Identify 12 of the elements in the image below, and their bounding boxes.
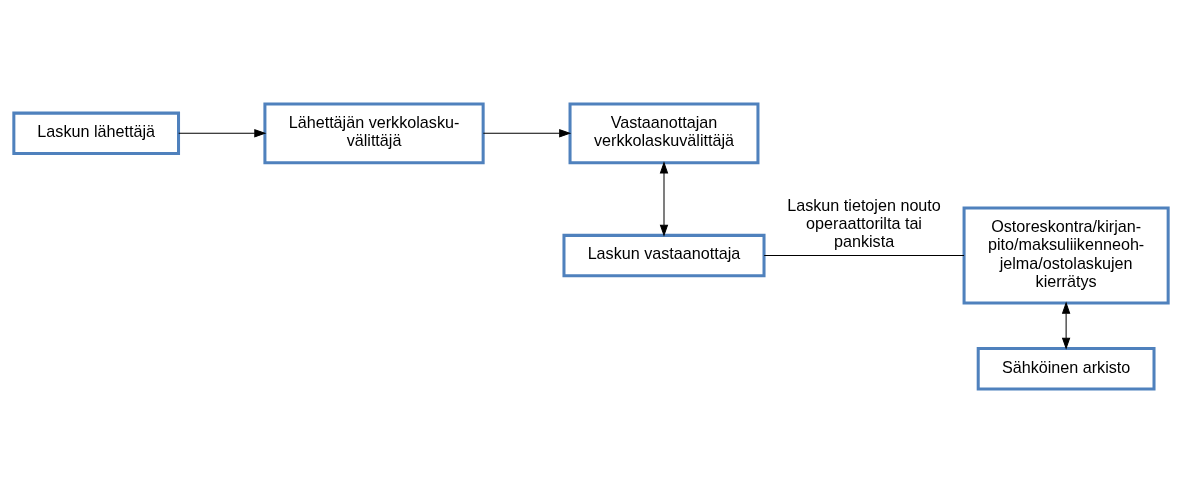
edge-label: Laskun tietojen nouto operaattorilta tai pankista	[787, 195, 941, 251]
connector	[763, 255, 965, 257]
node-box: Ostoreskontra/kirjan- pito/maksuliikenneoh- jelma/ostolaskujen kierrätys	[962, 206, 1170, 305]
node-box: Laskun vastaanottaja	[562, 233, 766, 278]
node-box: Laskun lähettäjä	[12, 111, 181, 156]
arrow	[1061, 301, 1071, 350]
arrow	[178, 129, 267, 138]
node-box: Vastaanottajan verkkolaskuvälittäjä	[568, 102, 760, 165]
arrow	[482, 129, 572, 138]
arrow	[659, 161, 669, 237]
node-box: Lähettäjän verkkolasku- välittäjä	[263, 102, 485, 165]
node-box: Sähköinen arkisto	[976, 347, 1156, 391]
